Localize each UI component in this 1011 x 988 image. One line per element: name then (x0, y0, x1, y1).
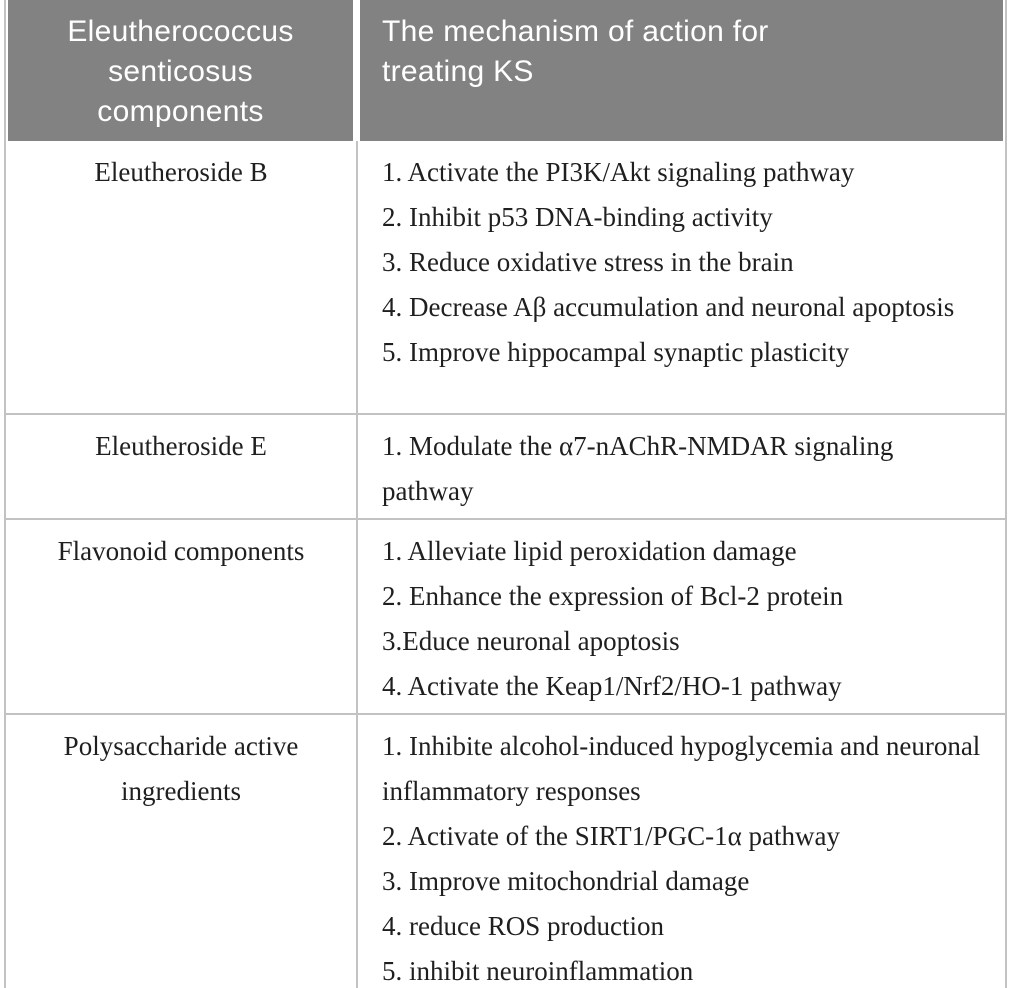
component-name: Polysaccharide active ingredients (63, 731, 299, 806)
mechanism-cell: 1. Activate the PI3K/Akt signaling pathw… (356, 141, 1005, 413)
mechanism-item: 4. reduce ROS production (382, 911, 664, 941)
header-cell-components: Eleutherococcus senticosus components (8, 0, 353, 141)
mechanism-item: 1. Modulate the α7-nAChR-NMDAR signaling… (382, 431, 894, 506)
mechanism-item: 2. Inhibit p53 DNA-binding activity (382, 202, 773, 232)
mechanism-item: 1. Activate the PI3K/Akt signaling pathw… (382, 157, 855, 187)
table-row-eleutheroside-e: Eleutheroside E 1. Modulate the α7-nAChR… (6, 413, 1005, 518)
header-column-gap (353, 0, 360, 141)
mechanism-item: 2. Activate of the SIRT1/PGC-1α pathway (382, 821, 840, 851)
mechanism-item: 4. Activate the Keap1/Nrf2/HO-1 pathway (382, 671, 842, 701)
mechanism-item: 4. Decrease Aβ accumulation and neuronal… (382, 292, 955, 322)
mechanism-cell: 1. Alleviate lipid peroxidation damage 2… (356, 520, 1005, 713)
table-row-polysaccharide: Polysaccharide active ingredients 1. Inh… (6, 713, 1005, 988)
mechanism-item: 3.Educe neuronal apoptosis (382, 626, 680, 656)
component-cell: Polysaccharide active ingredients (6, 715, 356, 988)
mechanism-item: 1. Alleviate lipid peroxidation damage (382, 536, 797, 566)
mechanism-item: 1. Inhibite alcohol-induced hypoglycemia… (382, 731, 981, 806)
component-name: Eleutheroside B (94, 157, 268, 187)
mechanism-item: 2. Enhance the expression of Bcl-2 prote… (382, 581, 844, 611)
mechanism-item: 3. Reduce oxidative stress in the brain (382, 247, 794, 277)
mechanism-item: 3. Improve mitochondrial damage (382, 866, 750, 896)
header-label-components: Eleutherococcus senticosus components (67, 15, 294, 128)
table-body: Eleutheroside B 1. Activate the PI3K/Akt… (6, 141, 1005, 988)
mechanism-cell: 1. Inhibite alcohol-induced hypoglycemia… (356, 715, 1005, 988)
mechanism-cell: 1. Modulate the α7-nAChR-NMDAR signaling… (356, 415, 1005, 518)
table-header-row: Eleutherococcus senticosus components Th… (6, 0, 1005, 141)
mechanism-item: 5. inhibit neuroinflammation (382, 956, 694, 986)
table-row-flavonoid: Flavonoid components 1. Alleviate lipid … (6, 518, 1005, 713)
header-label-mechanism: The mechanism of action for treating KS (382, 15, 769, 88)
component-cell: Flavonoid components (6, 520, 356, 713)
component-cell: Eleutheroside E (6, 415, 356, 518)
header-cell-mechanism: The mechanism of action for treating KS (360, 0, 1003, 141)
mechanism-item: 5. Improve hippocampal synaptic plastici… (382, 337, 850, 367)
component-cell: Eleutheroside B (6, 141, 356, 413)
component-name: Flavonoid components (57, 536, 305, 566)
component-name: Eleutheroside E (95, 431, 267, 461)
components-mechanisms-table: Eleutherococcus senticosus components Th… (4, 0, 1007, 988)
table-row-eleutheroside-b: Eleutheroside B 1. Activate the PI3K/Akt… (6, 141, 1005, 413)
